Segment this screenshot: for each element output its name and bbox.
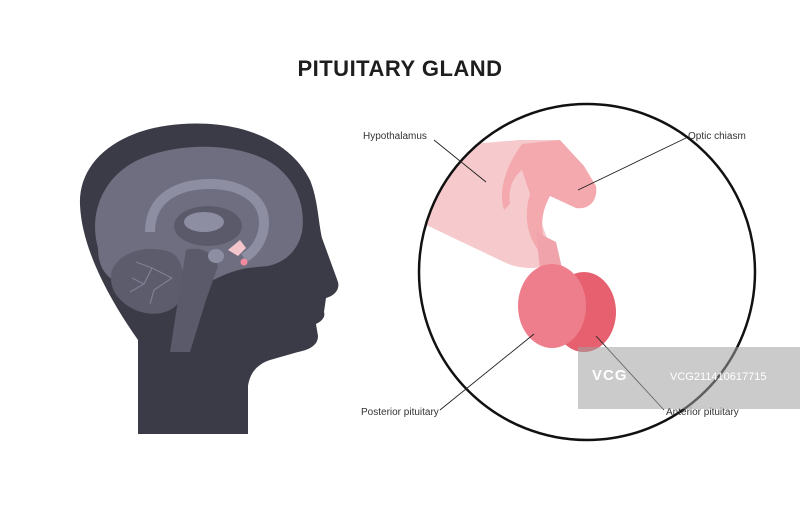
label-hypothalamus: Hypothalamus: [363, 131, 427, 142]
optic-chiasm-leader: [577, 137, 687, 191]
posterior-pituitary-leader: [439, 333, 535, 411]
watermark-id: VCG211410617715: [670, 371, 767, 383]
posterior-pituitary-shape: [518, 264, 586, 348]
infundibulum: [536, 232, 562, 270]
zoom-circle-border: [417, 102, 757, 442]
diagram-title: PITUITARY GLAND: [297, 56, 503, 81]
brainstem: [170, 248, 218, 352]
head-pituitary-marker: [240, 258, 248, 266]
hypothalamus-leader: [433, 139, 487, 183]
cerebellum-tree: [129, 261, 173, 305]
head-hypothalamus: [228, 240, 246, 256]
zoom-content: [419, 140, 616, 352]
watermark-logo: VCG: [592, 367, 628, 384]
cerebellum: [110, 248, 184, 314]
watermark: VCG VCG211410617715: [578, 347, 800, 409]
thalamus-inner: [184, 212, 224, 232]
corpus-callosum: [145, 178, 270, 263]
label-optic-chiasm: Optic chiasm: [688, 131, 746, 142]
label-posterior-pituitary: Posterior pituitary: [361, 407, 439, 418]
optic-chiasm-shape: [502, 140, 597, 252]
label-anterior-pituitary: Anterior pituitary: [666, 407, 739, 418]
midbrain-lobe: [208, 249, 224, 263]
